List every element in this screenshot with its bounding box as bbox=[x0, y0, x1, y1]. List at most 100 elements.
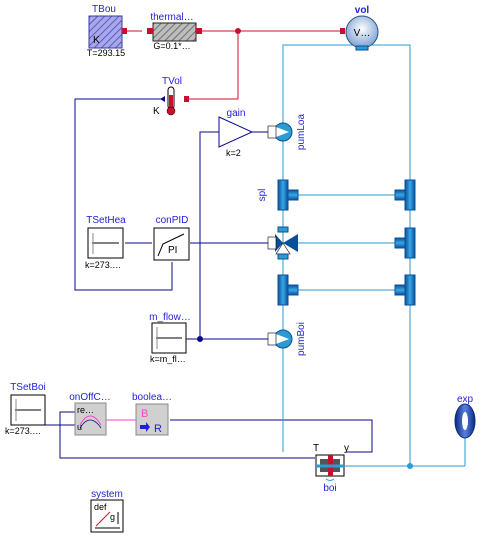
vol-fluid-ports[interactable] bbox=[355, 45, 369, 51]
pumloa-name: pumLoa bbox=[296, 113, 307, 150]
wire-fluid-loop bbox=[282, 44, 411, 467]
valve-top-port bbox=[277, 226, 289, 233]
component-tsetboi[interactable]: TSetBoi k=273.… bbox=[5, 382, 46, 436]
component-mflow[interactable]: m_flow… k=m_fl… bbox=[149, 312, 191, 364]
pumboi-arrow bbox=[276, 334, 289, 344]
onoff-curve bbox=[79, 415, 102, 426]
spl-name: spl bbox=[257, 189, 268, 202]
wires bbox=[45, 28, 466, 469]
system-name: system bbox=[91, 489, 123, 500]
tsethea-name: TSetHea bbox=[86, 215, 126, 226]
component-right-tees[interactable] bbox=[394, 179, 416, 306]
component-boolean[interactable]: boolea… B R bbox=[132, 392, 172, 436]
mflow-name: m_flow… bbox=[149, 312, 191, 323]
fluid-junction bbox=[407, 463, 413, 469]
onoff-port-re: re… bbox=[77, 405, 94, 415]
tee-right-2 bbox=[404, 227, 416, 259]
spl-left-3-branch bbox=[287, 284, 299, 296]
component-boi[interactable]: T y boi bbox=[313, 443, 349, 494]
conpid-text: PI bbox=[168, 245, 177, 256]
tsetboi-name: TSetBoi bbox=[10, 382, 46, 393]
pumloa-input[interactable] bbox=[267, 125, 277, 139]
tvol-name: TVol bbox=[162, 76, 182, 87]
pumboi-name: pumBoi bbox=[296, 322, 307, 356]
vol-param: V… bbox=[354, 28, 371, 39]
component-onoff[interactable]: onOffC… re… u bbox=[69, 392, 111, 436]
component-tvol[interactable]: TVol K bbox=[153, 76, 189, 117]
system-text: def bbox=[94, 502, 107, 512]
component-gain[interactable]: gain k=2 bbox=[218, 108, 254, 158]
vol-heat-port[interactable] bbox=[340, 28, 345, 34]
thermal-port-b[interactable] bbox=[196, 28, 202, 34]
component-system[interactable]: system def g bbox=[90, 489, 124, 533]
onoff-name: onOffC… bbox=[69, 392, 111, 403]
component-vol[interactable]: vol V… bbox=[340, 5, 379, 51]
valve-left-triangle bbox=[275, 234, 283, 252]
boi-port-T: T bbox=[313, 443, 319, 454]
spl-left-1 bbox=[277, 179, 289, 211]
boolean-arrow-icon bbox=[140, 422, 150, 432]
thermal-param: G=0.1*… bbox=[153, 41, 190, 51]
pumboi-input[interactable] bbox=[267, 332, 277, 346]
heat-junction bbox=[235, 28, 241, 34]
component-exp[interactable]: exp bbox=[454, 394, 476, 439]
tbou-param: T=293.15 bbox=[87, 48, 125, 58]
gain-triangle bbox=[218, 116, 254, 148]
tbou-body bbox=[88, 15, 123, 49]
component-pumloa[interactable]: pumLoa bbox=[267, 113, 307, 150]
system-arrow bbox=[95, 511, 111, 527]
wire-tvol bbox=[184, 31, 239, 100]
valve-bottom-port bbox=[277, 253, 289, 260]
tbou-letter: K bbox=[93, 35, 100, 46]
wire-tsetboi-onoff bbox=[45, 411, 75, 426]
system-letter: g bbox=[110, 512, 115, 522]
tee-right-3 bbox=[404, 274, 416, 306]
wire-boi-T-onoff bbox=[59, 424, 315, 459]
tvol-port[interactable] bbox=[184, 96, 189, 102]
tee-right-2-branch bbox=[394, 237, 406, 249]
mflow-param: k=m_fl… bbox=[150, 354, 186, 364]
component-tbou[interactable]: TBou K T=293.15 bbox=[87, 4, 127, 58]
tvol-letter: K bbox=[153, 106, 160, 117]
gain-name: gain bbox=[227, 108, 246, 119]
boi-name: boi bbox=[323, 483, 336, 494]
tsetboi-param: k=273.… bbox=[5, 426, 41, 436]
tsethea-param: k=273.… bbox=[85, 260, 121, 270]
tvol-mercury bbox=[169, 95, 173, 109]
boi-port-y: y bbox=[344, 443, 349, 454]
component-valve[interactable] bbox=[267, 226, 298, 260]
tee-right-1 bbox=[404, 179, 416, 211]
tee-right-3-branch bbox=[394, 284, 406, 296]
tvol-bulb bbox=[166, 106, 176, 116]
tbou-port[interactable] bbox=[122, 28, 127, 34]
conpid-name: conPID bbox=[156, 215, 189, 226]
spl-left-3 bbox=[277, 274, 289, 306]
tvol-out-arrow bbox=[160, 96, 165, 102]
component-spl[interactable]: spl bbox=[257, 179, 299, 306]
thermal-port-a[interactable] bbox=[147, 28, 153, 34]
exp-highlight bbox=[462, 412, 468, 430]
wire-tvol-pid bbox=[74, 98, 173, 291]
boi-arc bbox=[325, 478, 335, 481]
component-pumboi[interactable]: pumBoi bbox=[267, 322, 307, 356]
component-tsethea[interactable]: TSetHea k=273.… bbox=[85, 215, 126, 270]
onoff-body bbox=[74, 402, 107, 436]
tee-right-1-branch bbox=[394, 189, 406, 201]
pumloa-arrow bbox=[276, 127, 289, 137]
onoff-port-u: u bbox=[77, 422, 82, 432]
wire-bool-boi bbox=[170, 419, 373, 453]
boolean-name: boolea… bbox=[132, 392, 172, 403]
component-thermal[interactable]: thermal… G=0.1*… bbox=[147, 12, 202, 51]
boolean-in-label: B bbox=[141, 408, 148, 420]
exp-name: exp bbox=[457, 394, 474, 405]
boolean-out-label: R bbox=[154, 423, 162, 435]
ctrl-junction bbox=[197, 336, 203, 342]
component-conpid[interactable]: conPID PI bbox=[153, 215, 190, 261]
conpid-body bbox=[153, 227, 190, 261]
valve-input[interactable] bbox=[267, 236, 277, 250]
spl-left-1-branch bbox=[287, 189, 299, 201]
tbou-name: TBou bbox=[92, 4, 116, 15]
gain-param: k=2 bbox=[226, 148, 241, 158]
onoff-curve-2 bbox=[79, 419, 102, 429]
